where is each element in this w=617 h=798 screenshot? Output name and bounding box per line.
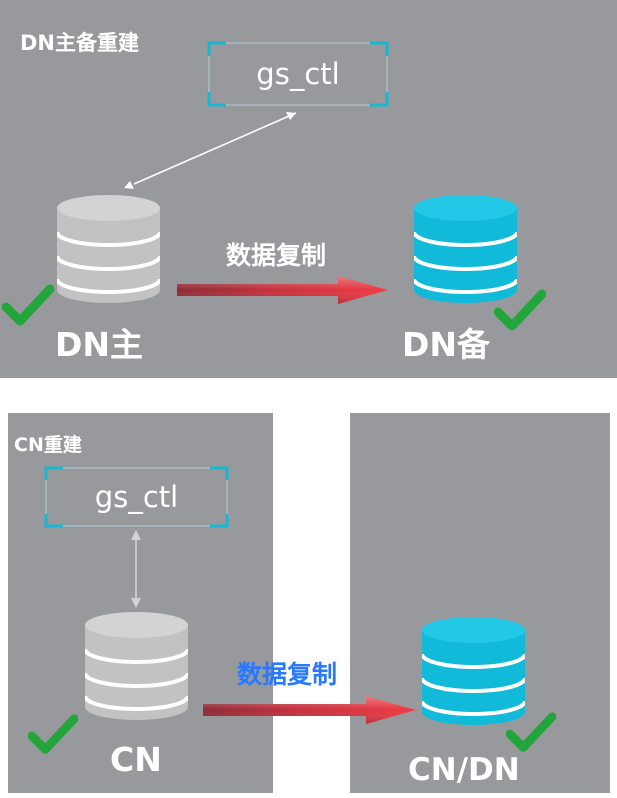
replication-label-bottom: 数据复制: [237, 660, 338, 689]
replication-label-top: 数据复制: [226, 241, 327, 270]
replication-arrow-icon: [203, 696, 416, 724]
dn-primary-label: DN主: [55, 325, 144, 364]
gs-ctl-label-bottom: gs_ctl: [94, 480, 179, 514]
check-icon: [28, 714, 78, 754]
cn-dn-panel: [350, 413, 610, 793]
database-icon: [85, 612, 188, 720]
check-icon: [506, 712, 556, 752]
database-icon: [422, 617, 525, 725]
gs-ctl-box-bottom: gs_ctl: [44, 466, 229, 528]
cn-label: CN: [110, 740, 162, 779]
database-icon: [414, 195, 517, 303]
tool-frame: [44, 466, 229, 528]
double-arrow-icon: [131, 530, 141, 608]
gs-ctl-label-top: gs_ctl: [256, 57, 340, 91]
double-arrow-icon: [124, 112, 297, 189]
dn-rebuild-panel: [0, 0, 617, 378]
cn-dn-label: CN/DN: [408, 752, 520, 788]
gs-ctl-box-top: gs_ctl: [207, 41, 389, 107]
replication-arrow-icon: [177, 276, 388, 304]
dn-rebuild-title: DN主备重建: [20, 31, 140, 55]
cn-rebuild-panel: [8, 413, 273, 793]
tool-frame: [207, 41, 389, 107]
cn-rebuild-title: CN重建: [14, 434, 82, 456]
check-icon: [2, 284, 54, 326]
dn-standby-label: DN备: [402, 325, 491, 364]
database-icon: [57, 195, 160, 303]
check-icon: [494, 289, 546, 331]
